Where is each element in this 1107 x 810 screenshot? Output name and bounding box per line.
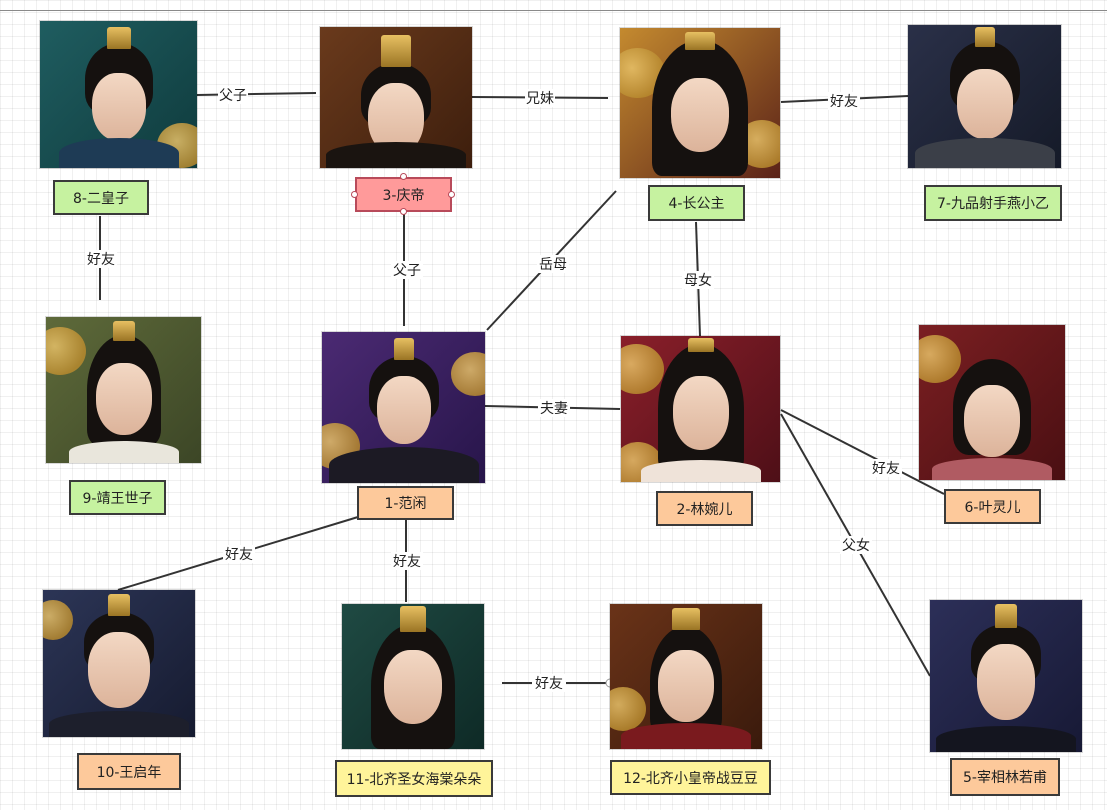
edge-label: 夫妻 [540, 401, 568, 417]
edge-label: 母女 [684, 272, 712, 289]
node-3-qing-emperor[interactable]: 3-庆帝 [355, 177, 452, 212]
node-11-haitang-duoduo[interactable]: 11-北齐圣女海棠朵朵 [335, 760, 493, 797]
portrait-11[interactable] [342, 604, 484, 749]
edge-label: 父子 [393, 263, 421, 279]
node-5-prime-minister-lin[interactable]: 5-宰相林若甫 [950, 758, 1060, 796]
edge-label: 好友 [393, 554, 421, 570]
selection-handle-top[interactable] [400, 173, 407, 180]
selection-handle-right[interactable] [448, 191, 455, 198]
node-8-second-prince[interactable]: 8-二皇子 [53, 180, 149, 215]
selection-handle-left[interactable] [351, 191, 358, 198]
portrait-8[interactable] [40, 21, 197, 168]
portrait-7[interactable] [908, 25, 1061, 168]
portrait-6[interactable] [919, 325, 1065, 480]
portrait-12[interactable] [610, 604, 762, 749]
portrait-9[interactable] [46, 317, 201, 463]
edge-label: 好友 [535, 676, 563, 692]
edge-haoyou-1-11[interactable]: 好友 [391, 520, 423, 602]
edge-label: 好友 [872, 461, 900, 477]
edge-yuemu-4-1[interactable]: 岳母 [486, 190, 617, 331]
edge-label: 父子 [219, 88, 247, 104]
portrait-2[interactable] [621, 336, 780, 482]
selection-handle-bottom[interactable] [400, 208, 407, 215]
edge-munv-4-2[interactable]: 母女 [682, 221, 714, 337]
edge-haoyou-4-7[interactable]: 好友 [780, 92, 909, 110]
edge-label: 父女 [842, 537, 870, 554]
node-9-prince-jing-heir[interactable]: 9-靖王世子 [69, 480, 166, 515]
edge-fuzi-3-1[interactable]: 父子 [391, 212, 423, 326]
edge-haoyou-1-10[interactable]: 好友 [117, 516, 359, 591]
edge-fuzi-8-3[interactable]: 父子 [196, 86, 317, 104]
node-4-eldest-princess[interactable]: 4-长公主 [648, 185, 745, 221]
edge-haoyou-2-6[interactable]: 好友 [780, 409, 945, 495]
edge-haoyou-8-9[interactable]: 好友 [85, 216, 117, 300]
canvas-top-border [0, 10, 1107, 11]
node-6-ye-linger[interactable]: 6-叶灵儿 [944, 489, 1041, 524]
portrait-4[interactable] [620, 28, 780, 178]
edge-label: 好友 [225, 547, 253, 563]
portrait-5[interactable] [930, 600, 1082, 752]
node-2-lin-waner[interactable]: 2-林婉儿 [656, 491, 753, 526]
edge-label: 好友 [830, 94, 858, 110]
edge-label: 岳母 [539, 257, 567, 273]
node-1-fan-xian[interactable]: 1-范闲 [357, 486, 454, 520]
portrait-1[interactable] [322, 332, 485, 483]
edge-haoyou-11-12[interactable]: 好友 [502, 674, 610, 692]
node-7-archer-yan-xiaoyi[interactable]: 7-九品射手燕小乙 [924, 185, 1062, 221]
portrait-3[interactable] [320, 27, 472, 168]
node-10-wang-qinian[interactable]: 10-王启年 [77, 753, 181, 790]
edge-label: 好友 [87, 252, 115, 268]
node-12-zhan-doudou[interactable]: 12-北齐小皇帝战豆豆 [610, 760, 771, 795]
portrait-10[interactable] [43, 590, 195, 737]
edge-funv-2-5[interactable]: 父女 [780, 413, 931, 677]
edge-xiongmei-3-4[interactable]: 兄妹 [471, 89, 609, 107]
edge-fuqi-1-2[interactable]: 夫妻 [484, 399, 621, 417]
edge-label: 兄妹 [526, 91, 554, 107]
